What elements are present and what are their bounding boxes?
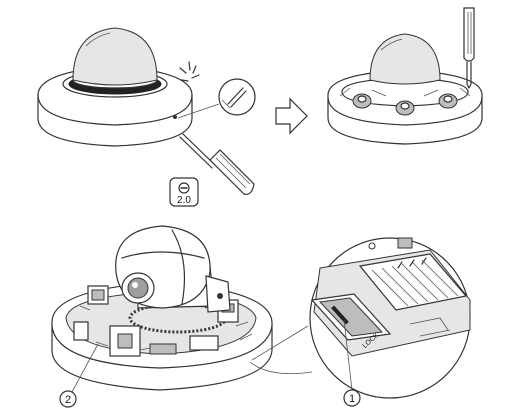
screwdriver-size-badge: 2.0 bbox=[169, 177, 199, 207]
screwdriver-tool bbox=[179, 133, 255, 195]
screw-detail-magnifier bbox=[177, 78, 256, 119]
right-arrow-icon bbox=[275, 97, 308, 135]
click-impact-icon bbox=[179, 61, 200, 82]
callout-2-number: 2 bbox=[65, 394, 71, 406]
screwdriver-size-label: 2.0 bbox=[177, 195, 191, 206]
magnifier-leader-line-lower bbox=[249, 361, 313, 374]
opened-dome-camera bbox=[327, 33, 483, 145]
callout-1-number: 1 bbox=[349, 393, 355, 405]
magnifier-leader-line bbox=[251, 325, 309, 361]
camera-internal-assembly bbox=[51, 225, 273, 391]
callout-2: 2 bbox=[59, 343, 99, 408]
sd-slot-magnifier: LOCK bbox=[309, 237, 471, 399]
callout-1: 1 bbox=[343, 319, 361, 407]
closed-dome-camera bbox=[37, 27, 193, 147]
vertical-screwdriver bbox=[463, 7, 475, 89]
